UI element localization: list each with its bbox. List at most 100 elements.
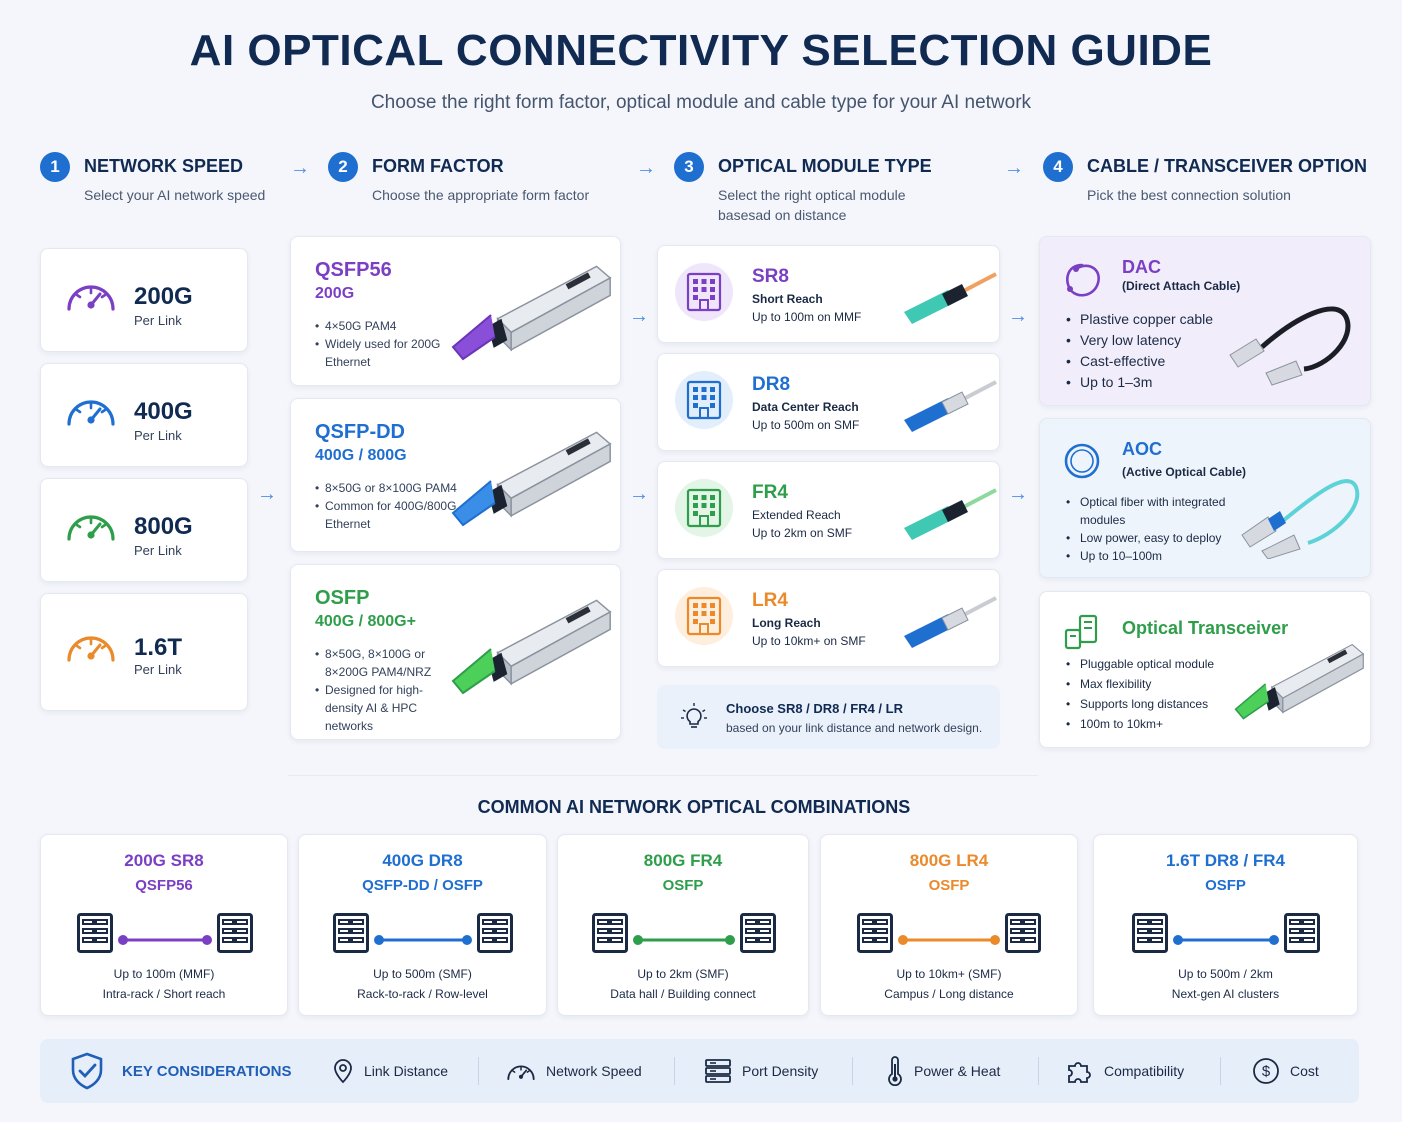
form-factor-card-osfp[interactable]: OSFP 400G / 800G+ 8×50G, 8×100G or 8×200…	[290, 564, 621, 740]
lightbulb-icon	[681, 703, 707, 728]
module-name: FR4	[752, 482, 788, 503]
combo-use-case: Rack-to-rack / Row-level	[357, 987, 488, 1001]
qsfp-dd-module-icon	[451, 421, 616, 527]
form-factor-bullet: Designed for high-density AI & HPC netwo…	[315, 681, 450, 735]
speed-value: 200G	[134, 283, 193, 310]
server-rack-icon	[705, 1059, 731, 1083]
cable-subtitle: (Active Optical Cable)	[1122, 465, 1247, 479]
module-distance: Up to 10km+ on SMF	[752, 634, 866, 648]
cable-subtitle: (Direct Attach Cable)	[1122, 279, 1241, 293]
puzzle-icon	[1068, 1062, 1091, 1083]
module-card-fr4[interactable]: FR4 Extended Reach Up to 2km on SMF	[657, 461, 1000, 559]
key-considerations-title: KEY CONSIDERATIONS	[122, 1062, 292, 1080]
step-title: OPTICAL MODULE TYPE	[718, 156, 932, 176]
shield-check-icon	[71, 1052, 103, 1090]
arrow-right-icon: →	[257, 483, 277, 505]
consideration-network-speed: Network Speed	[506, 1039, 642, 1103]
cable-card-aoc[interactable]: AOC (Active Optical Cable) Optical fiber…	[1039, 418, 1371, 578]
speedometer-icon	[65, 505, 117, 545]
form-factor-bullet: 4×50G PAM4	[315, 317, 475, 335]
building-icon	[675, 371, 733, 429]
server-rack-icon	[79, 915, 112, 952]
form-factor-bullet: Widely used for 200G Ethernet	[315, 335, 475, 371]
form-factor-card-qsfp-dd[interactable]: QSFP-DD 400G / 800G 8×50G or 8×100G PAM4…	[290, 398, 621, 552]
combo-distance: Up to 500m (SMF)	[373, 967, 472, 981]
combo-card[interactable]: 800G FR4 OSFP Up to 2km (SMF) Data hall …	[557, 834, 809, 1016]
speed-card-800g[interactable]: 800G Per Link	[40, 478, 248, 582]
module-card-dr8[interactable]: DR8 Data Center Reach Up to 500m on SMF	[657, 353, 1000, 451]
separator	[1220, 1057, 1221, 1085]
key-considerations-bar: KEY CONSIDERATIONS Link Distance Network…	[40, 1039, 1359, 1103]
cable-bullet: Plastive copper cable	[1064, 309, 1254, 330]
link-diagram	[558, 907, 808, 955]
cable-bullet: Cast-effective	[1064, 351, 1254, 372]
combo-form-factor: OSFP	[928, 877, 970, 894]
combo-distance: Up to 2km (SMF)	[637, 967, 729, 981]
combo-distance: Up to 500m / 2km	[1178, 967, 1273, 981]
module-reach: Extended Reach	[752, 508, 841, 522]
dollar-icon: $	[1253, 1058, 1279, 1084]
form-factor-speed: 400G / 800G+	[315, 613, 416, 630]
combinations-title: COMMON AI NETWORK OPTICAL COMBINATIONS	[477, 797, 911, 817]
cable-bullet: Very low latency	[1064, 330, 1254, 351]
cable-name: Optical Transceiver	[1122, 618, 1289, 638]
arrow-right-icon: →	[629, 483, 649, 505]
combo-title: 800G FR4	[643, 851, 723, 870]
speed-value: 1.6T	[134, 634, 183, 661]
speed-value: 800G	[134, 513, 193, 540]
cable-bullet: Up to 1–3m	[1064, 372, 1254, 393]
copper-cable-icon	[1066, 263, 1100, 297]
link-diagram	[41, 907, 287, 955]
server-rack-icon	[742, 915, 775, 952]
location-pin-icon	[334, 1059, 352, 1084]
arrow-right-icon: →	[629, 305, 649, 327]
consideration-label: Power & Heat	[914, 1063, 1001, 1079]
qsfp56-module-icon	[451, 255, 616, 361]
fiber-connector-icon	[904, 596, 997, 648]
speed-card-1-6t[interactable]: 1.6T Per Link	[40, 593, 248, 711]
combo-form-factor: QSFP56	[135, 877, 193, 894]
cable-card-optical-transceiver[interactable]: Optical Transceiver Pluggable optical mo…	[1039, 591, 1371, 748]
consideration-label: Link Distance	[364, 1063, 449, 1079]
module-card-sr8[interactable]: SR8 Short Reach Up to 100m on MMF	[657, 245, 1000, 343]
cable-name: DAC	[1122, 257, 1161, 277]
combo-form-factor: OSFP	[1205, 877, 1246, 894]
speed-card-400g[interactable]: 400G Per Link	[40, 363, 248, 467]
osfp-module-icon	[451, 589, 616, 695]
speedometer-icon	[65, 275, 117, 315]
combo-distance: Up to 10km+ (SMF)	[896, 967, 1002, 981]
form-factor-speed: 200G	[315, 285, 355, 302]
combo-card[interactable]: 800G LR4 OSFP Up to 10km+ (SMF) Campus /…	[820, 834, 1078, 1016]
tip-line-2: based on your link distance and network …	[726, 721, 983, 735]
speed-card-200g[interactable]: 200G Per Link	[40, 248, 248, 352]
step-number: 4	[1043, 152, 1073, 182]
speedometer-icon	[506, 1059, 536, 1083]
cable-card-dac[interactable]: DAC (Direct Attach Cable) Plastive coppe…	[1039, 236, 1371, 406]
form-factor-card-qsfp56[interactable]: QSFP56 200G 4×50G PAM4Widely used for 20…	[290, 236, 621, 386]
combo-use-case: Campus / Long distance	[884, 987, 1014, 1001]
combo-use-case: Data hall / Building connect	[610, 987, 756, 1001]
thermometer-icon	[888, 1056, 902, 1086]
page-title: AI OPTICAL CONNECTIVITY SELECTION GUIDE	[189, 26, 1213, 75]
building-icon	[675, 587, 733, 645]
combo-card[interactable]: 1.6T DR8 / FR4 OSFP Up to 500m / 2km Nex…	[1093, 834, 1358, 1016]
server-rack-icon	[335, 915, 368, 952]
module-tip-box: Choose SR8 / DR8 / FR4 / LR based on you…	[657, 685, 1000, 749]
combo-title: 800G LR4	[909, 851, 989, 870]
server-rack-icon	[219, 915, 252, 952]
combo-card[interactable]: 400G DR8 QSFP-DD / OSFP Up to 500m (SMF)…	[298, 834, 547, 1016]
form-factor-bullet: 8×50G or 8×100G PAM4	[315, 479, 475, 497]
combo-card[interactable]: 200G SR8 QSFP56 Up to 100m (MMF) Intra-r…	[40, 834, 288, 1016]
speed-unit: Per Link	[134, 662, 182, 677]
consideration-compatibility: Compatibility	[1066, 1039, 1184, 1103]
speed-unit: Per Link	[134, 543, 182, 558]
step-desc: Choose the appropriate form factor	[372, 187, 590, 203]
step-number: 3	[674, 152, 704, 182]
module-reach: Short Reach	[752, 292, 823, 306]
module-card-lr4[interactable]: LR4 Long Reach Up to 10km+ on SMF	[657, 569, 1000, 667]
consideration-cost: $ Cost	[1252, 1039, 1319, 1103]
server-rack-icon	[1286, 915, 1319, 952]
link-diagram	[299, 907, 546, 955]
